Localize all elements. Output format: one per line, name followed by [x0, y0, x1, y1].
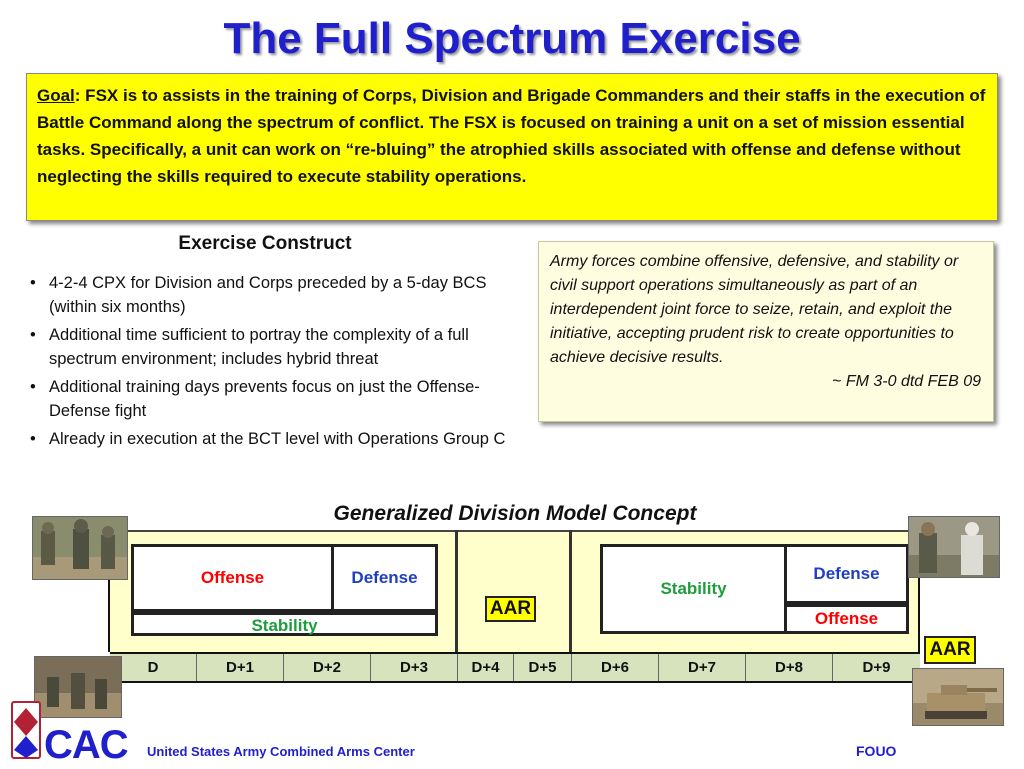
aar-marker: AAR: [485, 596, 536, 622]
phase1-offense-box: Offense: [131, 544, 334, 612]
model-title: Generalized Division Model Concept: [333, 502, 697, 525]
doctrine-quote-box: Army forces combine offensive, defensive…: [538, 241, 994, 422]
day-cell: D+3: [371, 654, 458, 681]
list-item: Additional time sufficient to portray th…: [30, 323, 510, 371]
day-cell: D+1: [197, 654, 284, 681]
day-cell: D+7: [659, 654, 746, 681]
day-cell: D: [110, 654, 197, 681]
day-cell: D+2: [284, 654, 371, 681]
day-cell: D+6: [572, 654, 659, 681]
footer-marking: FOUO: [856, 743, 897, 759]
list-item: Already in execution at the BCT level wi…: [30, 427, 510, 451]
day-cell: D+4: [458, 654, 514, 681]
quote-text: Army forces combine offensive, defensive…: [550, 253, 959, 366]
stability-label: Stability: [660, 579, 727, 598]
list-item: 4-2-4 CPX for Division and Corps precede…: [30, 271, 510, 319]
tank-photo: [912, 668, 1004, 726]
offense-label: Offense: [200, 568, 265, 587]
list-item: Additional training days prevents focus …: [30, 375, 510, 423]
aar-marker: AAR: [924, 636, 976, 664]
exercise-construct-title: Exercise Construct: [178, 233, 352, 254]
quote-citation: ~ FM 3-0 dtd FEB 09: [832, 373, 981, 390]
day-cell: D+5: [514, 654, 572, 681]
stability-label: Stability: [251, 615, 318, 635]
slide-title: The Full Spectrum Exercise: [223, 14, 801, 63]
phase1-stability-box: Stability: [131, 612, 438, 636]
phase-divider: [569, 530, 572, 683]
phase2-defense-box: Defense: [784, 544, 909, 604]
day-cell: D+8: [746, 654, 833, 681]
footer-organization: United States Army Combined Arms Center: [147, 744, 415, 759]
patrol-photo: [34, 656, 122, 718]
defense-label: Defense: [351, 568, 418, 587]
svg-text:CAC: CAC: [44, 723, 128, 764]
soldiers-photo: [32, 516, 128, 580]
goal-label: Goal: [37, 86, 75, 105]
exercise-construct-list: 4-2-4 CPX for Division and Corps precede…: [30, 271, 510, 455]
phase2-stability-box: Stability: [600, 544, 787, 634]
cac-logo: CAC: [10, 700, 140, 767]
day-cell: D+9: [862, 659, 891, 676]
goal-box: Goal: FSX is to assists in the training …: [26, 73, 998, 221]
offense-label: Offense: [814, 609, 879, 628]
goal-text: : FSX is to assists in the training of C…: [37, 86, 986, 186]
phase2-offense-box: Offense: [784, 604, 909, 634]
phase-divider: [455, 530, 458, 683]
day-timeline: D D+1 D+2 D+3 D+4 D+5 D+6 D+7 D+8 D+9: [110, 652, 920, 683]
defense-label: Defense: [813, 564, 880, 583]
civil-engagement-photo: [908, 516, 1000, 578]
phase1-defense-box: Defense: [331, 544, 438, 612]
